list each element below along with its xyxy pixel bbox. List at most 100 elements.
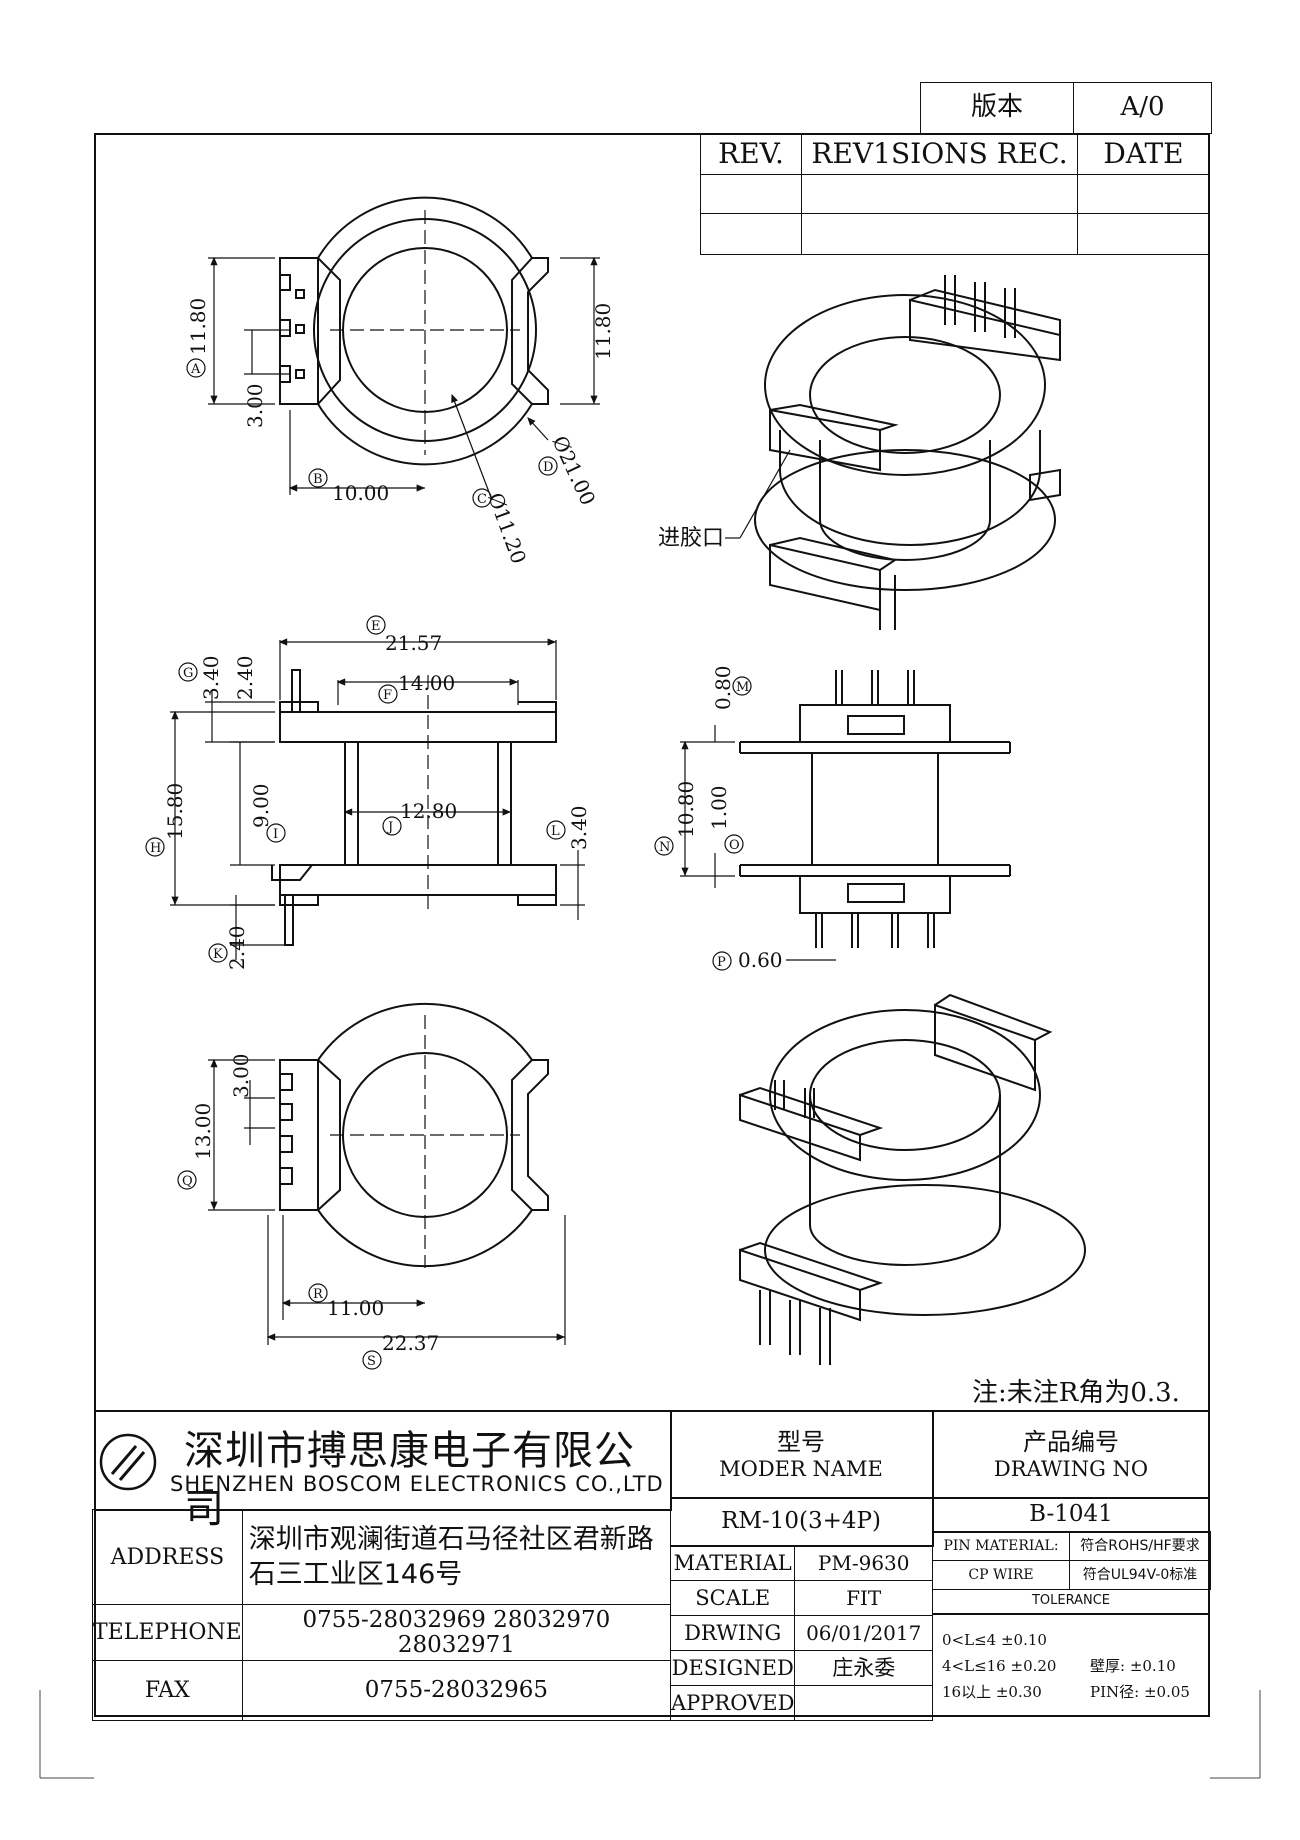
material-label: MATERIAL [669, 1545, 796, 1581]
ref-e: E [366, 615, 386, 635]
dim-o: 1.00 [707, 785, 731, 830]
ref-i: I [266, 823, 286, 843]
fax-value: 0755-28032965 [241, 1659, 672, 1722]
dim-j: 12.80 [400, 799, 457, 823]
dim-p: 0.60 [738, 948, 783, 972]
svg-text:S: S [367, 1354, 376, 1369]
drawing-label-en: DRAWING NO [993, 1457, 1149, 1481]
dim-h: 15.80 [163, 783, 187, 840]
svg-text:D: D [543, 460, 553, 475]
svg-text:E: E [371, 619, 381, 634]
dim-a-right: 11.80 [591, 303, 615, 360]
ref-q: Q [177, 1170, 197, 1190]
front-view [680, 670, 1011, 961]
iso-view-top [725, 275, 1061, 630]
rev-label: REV. [700, 132, 802, 176]
pin-material-value: 符合ROHS/HF要求 [1069, 1531, 1211, 1561]
gate-label: 进胶口 [658, 526, 724, 551]
dim-g: 3.40 [199, 655, 223, 700]
address-value: 深圳市观澜街道石马径社区君新路 石三工业区146号 [241, 1508, 672, 1606]
designed-label: DESIGNED [669, 1650, 796, 1686]
pin-dia-tolerance: PIN径: ±0.05 [1090, 1683, 1190, 1701]
wire-value: 符合UL94V-0标准 [1069, 1560, 1211, 1590]
dim-e: 21.57 [385, 631, 442, 655]
svg-text:Q: Q [182, 1174, 193, 1189]
dim-m: 0.80 [711, 665, 735, 710]
fax-label: FAX [92, 1659, 243, 1722]
iso-view-bottom [739, 993, 1086, 1365]
svg-text:I: I [273, 827, 278, 842]
pin-material-label: PIN MATERIAL: [932, 1531, 1070, 1561]
tolerance-extra: 壁厚: ±0.10 PIN径: ±0.05 [1090, 1653, 1190, 1705]
note-text: 注:未注R角为0.3. [972, 1378, 1180, 1408]
company-name-en: SHENZHEN BOSCOM ELECTRONICS CO.,LTD [170, 1472, 664, 1496]
svg-text:A: A [190, 362, 201, 377]
ref-j: J [382, 816, 402, 836]
drwing-value: 06/01/2017 [794, 1615, 933, 1651]
dim-n: 10.80 [674, 781, 698, 838]
tolerance-label: TOLERANCE [932, 1589, 1210, 1615]
drawing-label-cn: 产品编号 [1023, 1428, 1119, 1456]
ref-m: M [732, 676, 752, 696]
tolerance-list: 0<L≤4 ±0.10 4<L≤16 ±0.20 16以上 ±0.30 [942, 1627, 1056, 1705]
address-label: ADDRESS [92, 1508, 243, 1606]
top-view [208, 196, 600, 501]
material-value: PM-9630 [794, 1545, 933, 1581]
model-header: 型号 MODER NAME [670, 1412, 934, 1499]
dim-g2: 2.40 [233, 655, 257, 700]
bottom-view [208, 1002, 566, 1345]
dim-q: 13.00 [191, 1103, 215, 1160]
version-table: 版本 A/0 [920, 82, 1212, 134]
svg-text:M: M [736, 680, 749, 695]
ref-s: S [362, 1350, 382, 1370]
designed-value: 庄永委 [794, 1650, 933, 1686]
ref-b: B [308, 468, 328, 488]
contact-table: ADDRESS 深圳市观澜街道石马径社区君新路 石三工业区146号 TELEPH… [92, 1508, 672, 1722]
dim-s: 22.37 [382, 1331, 439, 1355]
svg-text:O: O [729, 838, 740, 853]
svg-text:L: L [551, 824, 560, 839]
revisions-label: REV1SIONS REC. [801, 132, 1078, 176]
wire-label: CP WIRE [932, 1560, 1070, 1590]
model-label-cn: 型号 [777, 1428, 825, 1456]
title-block: 深圳市搏思康电子有限公司 SHENZHEN BOSCOM ELECTRONICS… [92, 1410, 1211, 1722]
svg-text:G: G [183, 666, 193, 681]
svg-text:C: C [477, 492, 487, 507]
company-box: 深圳市搏思康电子有限公司 SHENZHEN BOSCOM ELECTRONICS… [94, 1412, 672, 1532]
svg-text:B: B [313, 472, 323, 487]
version-value: A/0 [1073, 82, 1212, 134]
approved-label: APPROVED [669, 1685, 796, 1721]
ref-f: F [378, 684, 398, 704]
side-view [170, 638, 585, 960]
ref-l: L [546, 820, 566, 840]
svg-text:H: H [150, 841, 161, 856]
model-value: RM-10(3+4P) [670, 1497, 934, 1547]
tolerance-2: 4<L≤16 ±0.20 [942, 1657, 1057, 1675]
dim-k: 2.40 [225, 925, 249, 970]
svg-text:R: R [313, 1287, 324, 1302]
svg-text:F: F [383, 688, 392, 703]
telephone-value: 0755-28032969 28032970 28032971 [241, 1604, 672, 1661]
dim-r: 11.00 [327, 1296, 384, 1320]
dim-f: 14.00 [398, 671, 455, 695]
ref-p: P [712, 951, 732, 971]
tolerance-3: 16以上 ±0.30 [942, 1683, 1042, 1701]
svg-text:N: N [659, 840, 670, 855]
svg-text:K: K [213, 947, 223, 962]
ref-d: D [538, 456, 558, 476]
svg-text:J: J [386, 820, 393, 835]
address-line2: 石三工业区146号 [248, 1559, 463, 1591]
tolerance-1: 0<L≤4 ±0.10 [942, 1631, 1047, 1649]
ref-h: H [145, 837, 165, 857]
ref-c: C [472, 488, 492, 508]
company-logo-icon [99, 1433, 157, 1491]
technical-drawing: 11.80 11.80 3.00 10.00 Ø11.20 Ø21.00 21.… [145, 196, 1086, 1370]
ref-r: R [308, 1283, 328, 1303]
scale-value: FIT [794, 1580, 933, 1616]
revision-table: REV. REV1SIONS REC. DATE [700, 132, 1210, 256]
model-label-en: MODER NAME [719, 1457, 883, 1481]
drawing-value: B-1041 [932, 1497, 1210, 1533]
drwing-label: DRWING [669, 1615, 796, 1651]
